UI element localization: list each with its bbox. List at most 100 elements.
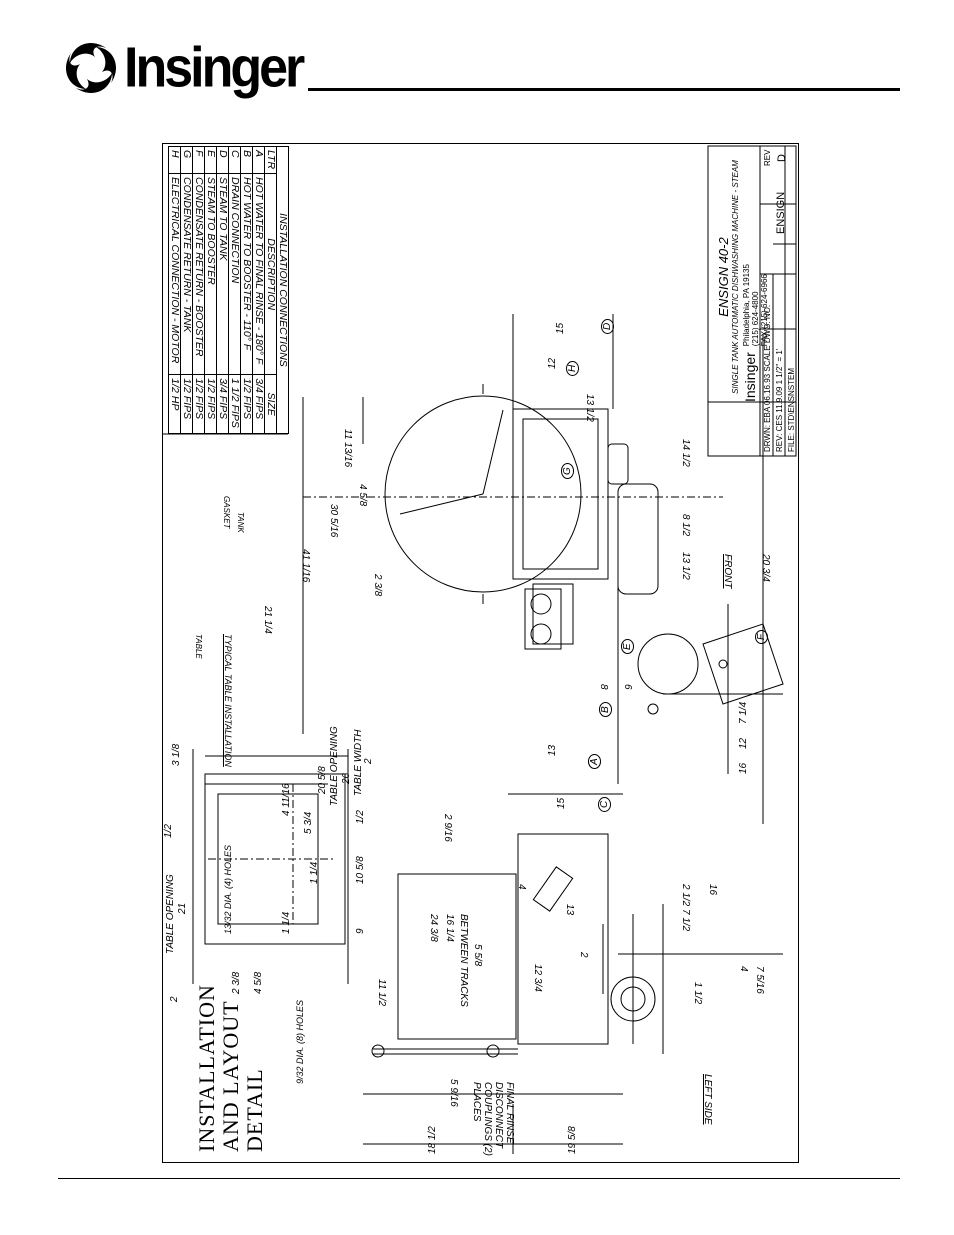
dim-8-1-2: 8 1/2 (680, 514, 691, 537)
row-ltr: G (180, 146, 193, 174)
header-rule (308, 88, 900, 91)
col-size: SIZE (264, 374, 277, 434)
col-description: DESCRIPTION (264, 173, 277, 375)
row-size: 3/4 FIPS (216, 374, 229, 434)
row-ltr: B (240, 146, 253, 174)
dim-13-front: 13 (547, 744, 558, 756)
callout-a: A (588, 754, 601, 769)
row-size: 1 1/2 FIPS (228, 374, 241, 434)
callout-d: D (601, 318, 614, 334)
title-block: ENSIGN 40-2 SINGLE TANK AUTOMATIC DISHWA… (716, 152, 769, 402)
row-desc: CONDENSATE RETURN - BOOSTER (192, 173, 205, 375)
row-desc: DRAIN CONNECTION (228, 173, 241, 375)
row-size: 1/2 FIPS (204, 374, 217, 434)
row-ltr: D (216, 146, 229, 174)
dim-16-side: 16 (707, 884, 718, 896)
left-side-caption: LEFT SIDE (702, 1074, 713, 1125)
dim-13-side: 13 (564, 904, 575, 916)
dim-2-side: 2 (578, 952, 589, 958)
dim-3-1-8: 3 1/8 (171, 743, 182, 766)
dim-16-1-4: 16 1/4 (444, 914, 455, 942)
row-size: 1/2 FIPS (180, 374, 193, 434)
drawing-sheet: INSTALLATION AND LAYOUT DETAIL INSTALLAT… (162, 143, 799, 1163)
company-name: Insinger (742, 352, 758, 402)
row-ltr: A (252, 146, 265, 174)
dim-16-front: 16 (738, 762, 749, 774)
drawing-title-line-2: AND LAYOUT (218, 1000, 243, 1152)
rev-label: REV (763, 149, 772, 166)
dim-18-1-2: 18 1/2 (427, 1126, 438, 1154)
connections-table: INSTALLATION CONNECTIONS LTR DESCRIPTION… (168, 146, 289, 434)
drawn-date: 06.16.93 (763, 373, 772, 406)
dim-12-3-4: 12 3/4 (532, 964, 543, 992)
dim-7-1-4: 7 1/4 (738, 701, 749, 724)
dim-41-1-16: 41 1/16 (300, 549, 311, 583)
row-ltr: F (192, 146, 205, 174)
rev-value: D (776, 154, 788, 162)
insinger-swirl-icon (66, 43, 116, 93)
company-address: Philadelphia, PA 19135 (742, 264, 751, 347)
dim-12-b: 12 (738, 737, 749, 749)
dim-13-1-2-b: 13 1/2 (680, 552, 691, 580)
dim-4-side: 4 (516, 884, 527, 890)
row-size: 3/4 FIPS (252, 374, 265, 434)
dim-4-side-b: 4 (738, 966, 749, 972)
row-desc: CONDENSATE RETURN - TANK (180, 173, 193, 375)
file-name: FILE: STD\ENSNSTEM (787, 367, 796, 452)
row-size: 1/2 FIPS (240, 374, 253, 434)
dim-15-front: 15 (555, 322, 566, 334)
brand-header: Insinger (62, 38, 305, 98)
row-size: 1/2 HP (168, 374, 181, 434)
dim-20-3-4: 20 3/4 (760, 554, 771, 582)
row-desc: ELECTRICAL CONNECTION - MOTOR (168, 173, 181, 375)
dim-1-1-2: 1 1/2 (692, 982, 703, 1005)
dim-5-3-4: 5 3/4 (303, 811, 314, 834)
dim-24-3-8: 24 3/8 (428, 914, 439, 942)
rev-date: 11.9.09 (775, 386, 784, 413)
row-desc: HOT WATER TO BOOSTER - 110° F (240, 173, 253, 375)
row-ltr: C (228, 146, 241, 174)
row-ltr: E (204, 146, 217, 174)
table-opening-label: TABLE OPENING (329, 726, 340, 806)
scale-value: 1 1/2" = 1' (775, 348, 784, 385)
row-ltr: H (168, 146, 181, 174)
dim-21-1-4: 21 1/4 (262, 606, 273, 634)
between-tracks-label: BETWEEN TRACKS (458, 914, 469, 1007)
drawing-title: INSTALLATION AND LAYOUT DETAIL (194, 984, 267, 1152)
dim-8-front: 8 (598, 684, 609, 690)
title-block-meta-2: REV: CES 11.9.09 1 1/2" = 1' (775, 349, 784, 452)
dim-2-left: 2 (169, 996, 180, 1002)
table-opening-side-label: TABLE OPENING (165, 874, 176, 954)
callout-c: C (598, 796, 611, 812)
rev-by: REV: CES (775, 414, 784, 452)
row-desc: HOT WATER TO FINAL RINSE - 180° F (252, 173, 265, 375)
gasket-label: GASKET (222, 496, 231, 529)
dim-2-3-8: 2 3/8 (372, 574, 383, 597)
dim-2-top: 2 (363, 758, 374, 764)
callout-g: G (561, 463, 574, 479)
footer-rule (58, 1178, 900, 1179)
model-name: ENSIGN 40-2 (716, 237, 731, 317)
dim-6-front: 6 (622, 684, 633, 690)
dim-13-1-2-a: 13 1/2 (584, 394, 595, 422)
callout-e: E (621, 639, 634, 654)
col-ltr: LTR (264, 146, 277, 174)
dim-7-1-2: 7 1/2 (680, 909, 691, 932)
connections-title: INSTALLATION CONNECTIONS (276, 146, 289, 434)
dim-1-2-top: 1/2 (163, 824, 174, 838)
drawing-title-line-3: DETAIL (242, 1068, 267, 1152)
dim-1-1-4-b: 1 1/4 (281, 911, 292, 934)
table-opening-side-value: 21 (177, 902, 188, 914)
dim-12-front: 12 (547, 357, 558, 369)
connections-table-wrap: INSTALLATION CONNECTIONS LTR DESCRIPTION… (168, 146, 289, 434)
drawing-title-line-1: INSTALLATION (194, 984, 219, 1152)
scale-label: SCALE (763, 345, 772, 372)
table-label: TABLE (194, 634, 203, 659)
dim-5-9-16: 5 9/16 (448, 1079, 459, 1107)
